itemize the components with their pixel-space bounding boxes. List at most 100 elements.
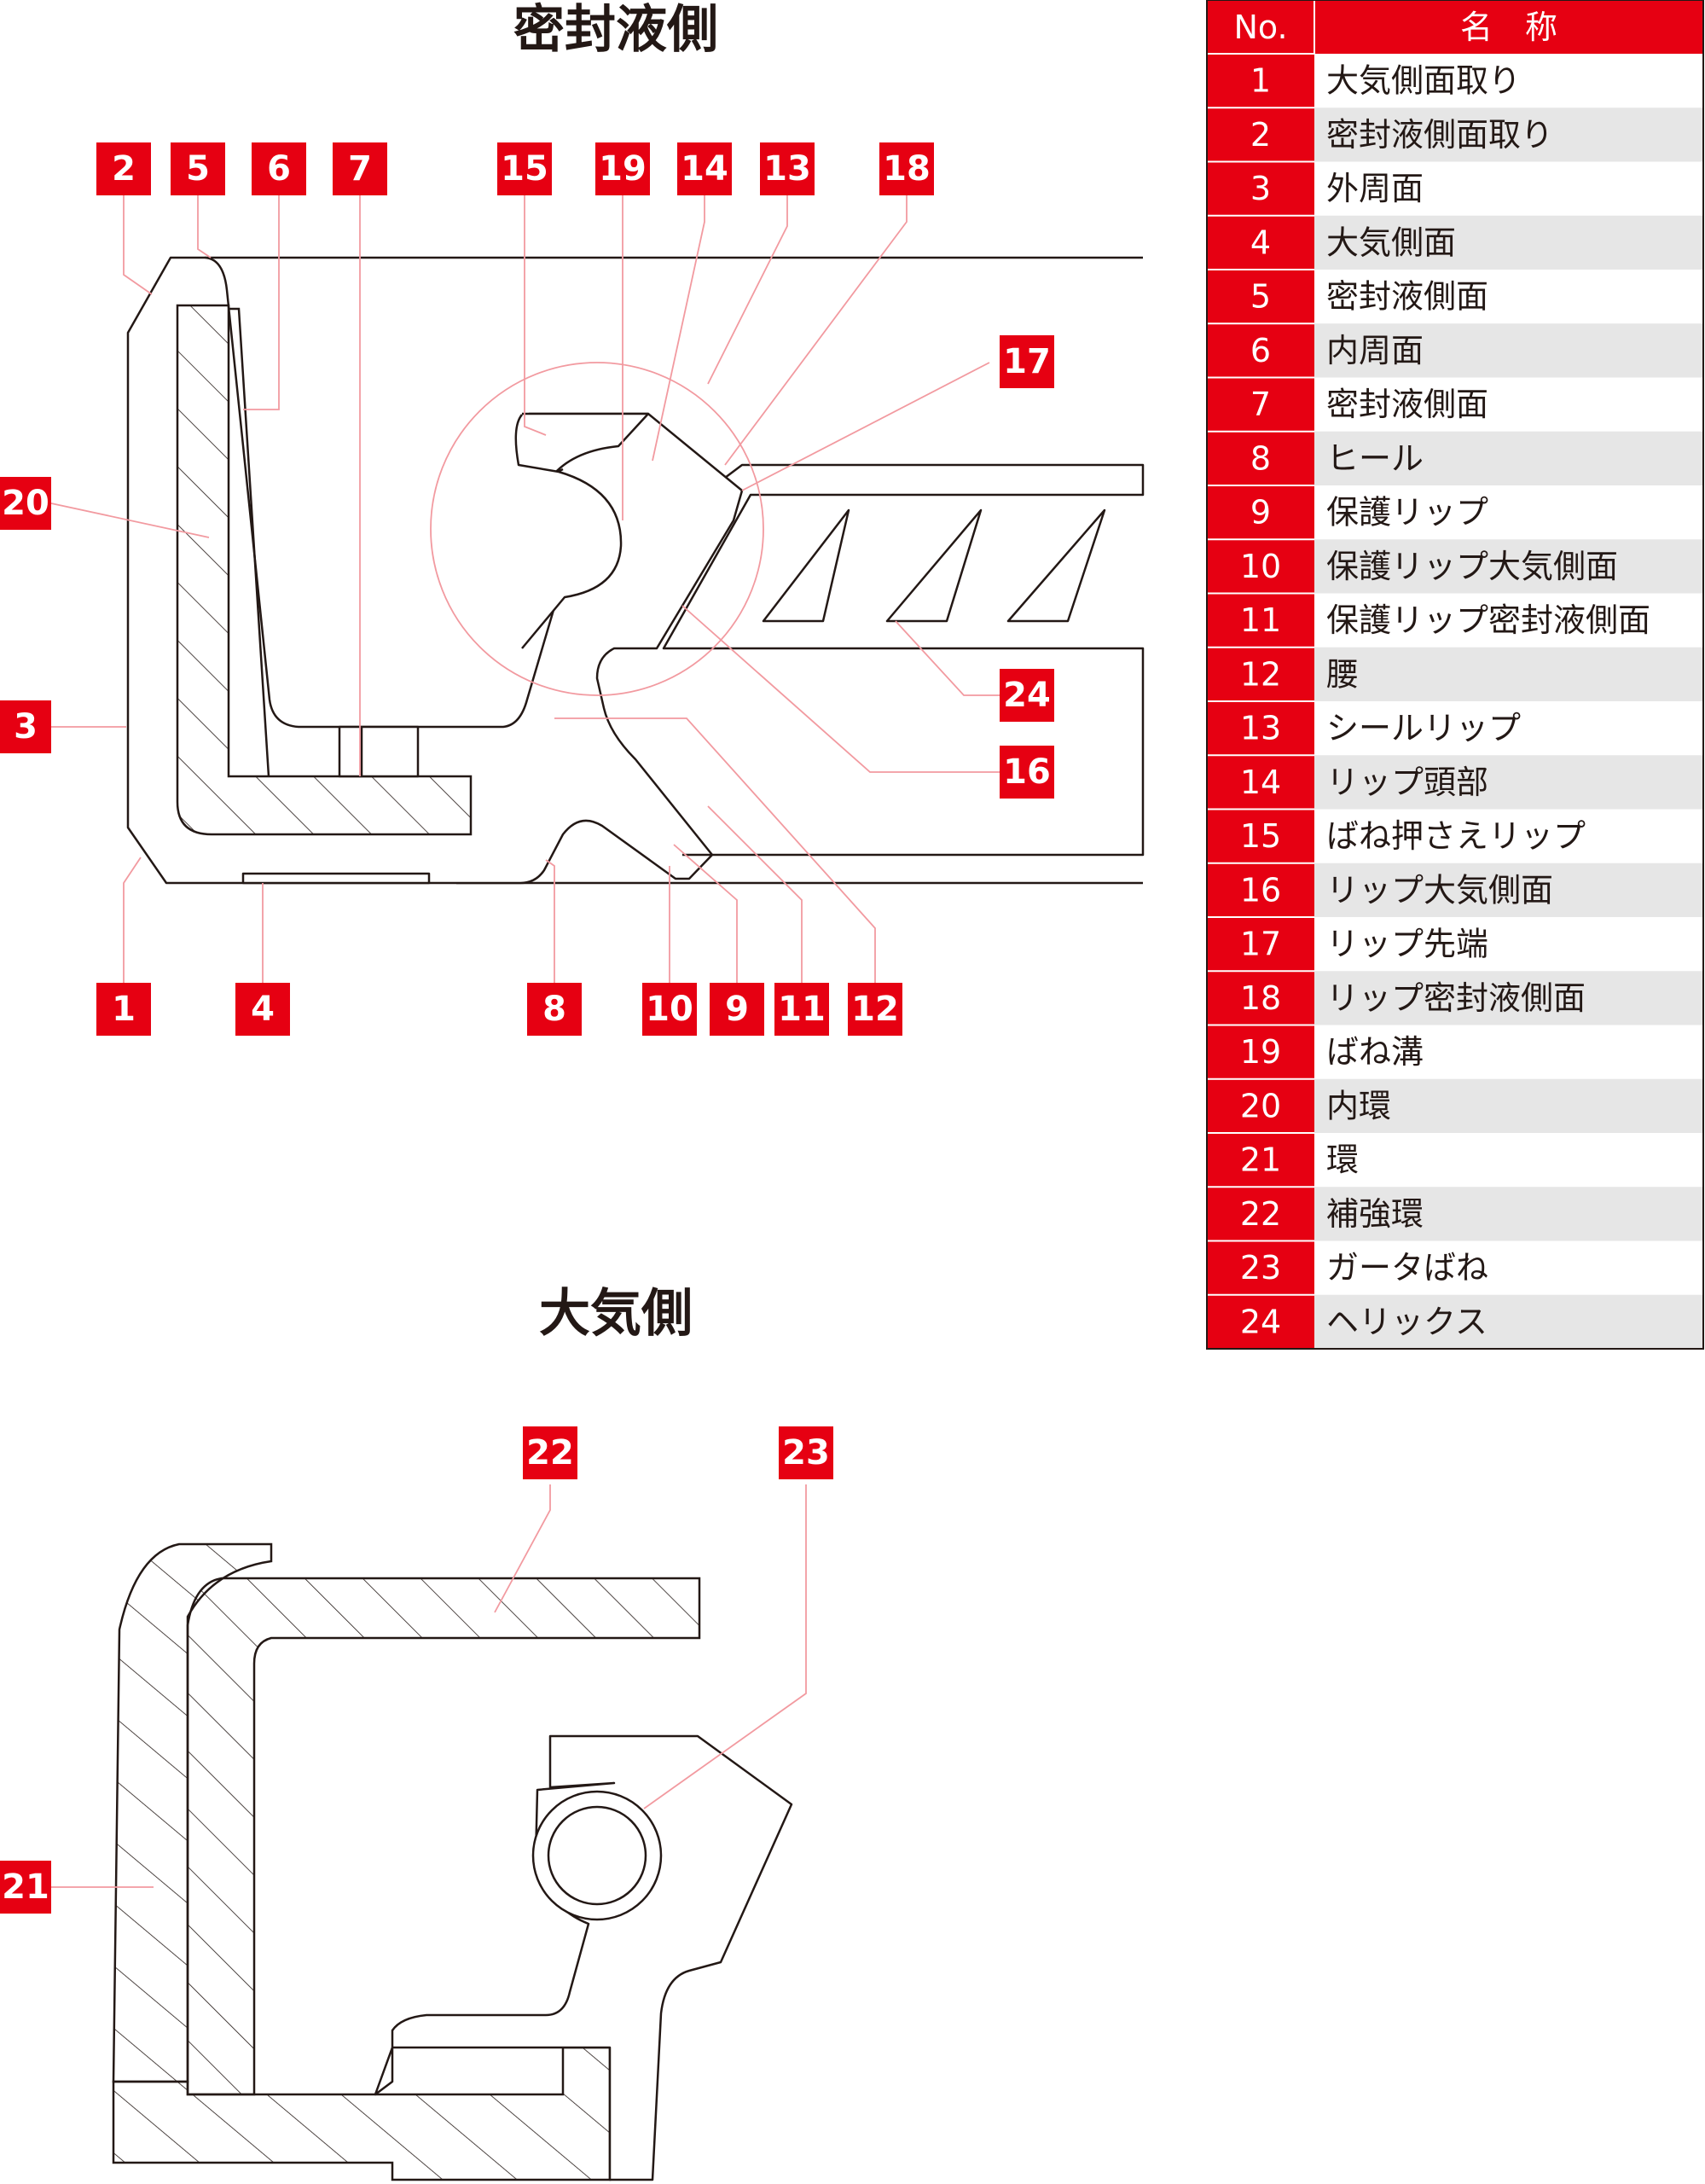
svg-text:15: 15 <box>501 149 548 189</box>
table-row-name: ばね押さえリップ <box>1326 817 1586 855</box>
table-row-no: 16 <box>1240 871 1281 909</box>
table-row-no: 2 <box>1250 116 1271 154</box>
table-row-no: 6 <box>1250 332 1271 369</box>
table-row-name: 保護リップ大気側面 <box>1326 548 1618 585</box>
table-row: 7 密封液側面 <box>1207 376 1703 432</box>
table-row-name: ガータばね <box>1326 1249 1488 1287</box>
table-row-no: 18 <box>1240 979 1281 1017</box>
callout-tag: 10 <box>642 983 697 1036</box>
callout-tag: 21 <box>0 1861 51 1914</box>
table-row-no: 13 <box>1240 710 1281 747</box>
table-row-name: 保護リップ <box>1326 494 1488 531</box>
svg-text:23: 23 <box>782 1433 830 1472</box>
table-row-no: 1 <box>1250 62 1271 100</box>
callout-tag: 4 <box>235 983 290 1036</box>
table-row-name: 大気側面 <box>1326 224 1456 261</box>
table-row-no: 19 <box>1240 1033 1281 1071</box>
table-row-no: 21 <box>1240 1141 1281 1179</box>
spring-section <box>112 1542 793 2181</box>
table-row-no: 20 <box>1240 1087 1281 1124</box>
table-row: 18 リップ密封液側面 <box>1207 970 1703 1025</box>
svg-text:14: 14 <box>681 149 728 189</box>
table-row-name: 密封液側面 <box>1326 278 1488 316</box>
table-row-name: 環 <box>1326 1141 1359 1179</box>
table-row: 24 ヘリックス <box>1207 1293 1703 1349</box>
table-row: 21 環 <box>1207 1132 1703 1188</box>
table-row-name: 内周面 <box>1326 332 1424 369</box>
table-row: 14 リップ頭部 <box>1207 754 1703 810</box>
callout-tag: 8 <box>527 983 582 1036</box>
svg-text:7: 7 <box>348 149 372 189</box>
table-row-name: リップ密封液側面 <box>1326 979 1586 1017</box>
callout-tag: 7 <box>333 142 387 195</box>
helix-triangle-3 <box>1006 508 1106 623</box>
callout-tag: 5 <box>171 142 225 195</box>
callout-tag: 1 <box>96 983 151 1036</box>
table-row-name: 密封液側面取り <box>1326 116 1553 154</box>
callout-tag: 22 <box>523 1426 577 1479</box>
table-row-name: 外周面 <box>1326 170 1424 207</box>
table-row: 2 密封液側面取り <box>1207 107 1703 162</box>
svg-text:2: 2 <box>112 149 136 189</box>
table-row: 9 保護リップ <box>1207 485 1703 540</box>
table-header-no: No. <box>1233 9 1287 46</box>
reinforcement-ring <box>186 1577 701 2096</box>
callout-tag: 3 <box>0 700 51 753</box>
lip-head <box>514 414 623 649</box>
table-row-name: 内環 <box>1326 1087 1391 1124</box>
table-header <box>1207 0 1703 54</box>
table-row-name: 腰 <box>1326 655 1359 693</box>
table-row-no: 17 <box>1240 926 1281 963</box>
callout-tag: 16 <box>1000 746 1054 799</box>
garter-spring-inner <box>547 1805 647 1906</box>
seal-cross-section <box>126 256 1145 885</box>
callout-tag: 15 <box>497 142 552 195</box>
callout-tag: 20 <box>0 477 51 530</box>
svg-text:10: 10 <box>646 990 693 1029</box>
table-row-no: 24 <box>1240 1303 1281 1340</box>
svg-text:6: 6 <box>267 149 291 189</box>
callout-tag: 19 <box>595 142 650 195</box>
table-row-name: 補強環 <box>1326 1195 1424 1233</box>
leader-lines <box>50 190 1028 1888</box>
bottom-flange <box>112 2046 612 2181</box>
callout-tag: 18 <box>879 142 934 195</box>
svg-text:8: 8 <box>542 990 566 1029</box>
table-row-no: 7 <box>1250 386 1271 423</box>
table-row-name: リップ頭部 <box>1326 764 1488 801</box>
table-row: 20 内環 <box>1207 1077 1703 1133</box>
callout-tag: 11 <box>774 983 829 1036</box>
sealed-fluid-side-heading: 密封液側 <box>513 0 718 60</box>
table-row-no: 14 <box>1240 764 1281 801</box>
callout-tag: 13 <box>760 142 815 195</box>
callout-tag: 12 <box>848 983 902 1036</box>
svg-text:11: 11 <box>778 990 826 1029</box>
callout-tag: 14 <box>677 142 732 195</box>
table-row-no: 8 <box>1250 439 1271 477</box>
svg-text:17: 17 <box>1003 342 1051 381</box>
table-header-name: 名 称 <box>1460 9 1557 46</box>
table-row-name: リップ大気側面 <box>1326 871 1553 909</box>
svg-text:4: 4 <box>251 990 275 1029</box>
table-row: 6 内周面 <box>1207 322 1703 378</box>
svg-text:12: 12 <box>851 990 899 1029</box>
table-row: 16 リップ大気側面 <box>1207 862 1703 917</box>
table-row-no: 9 <box>1250 494 1271 531</box>
atmosphere-side-heading: 大気側 <box>539 1284 693 1344</box>
helix-triangle-1 <box>762 508 850 623</box>
svg-text:3: 3 <box>14 707 38 746</box>
table-row-name: 密封液側面 <box>1326 386 1488 423</box>
table-row-name: ヘリックス <box>1326 1303 1488 1340</box>
table-row-no: 11 <box>1240 601 1281 639</box>
